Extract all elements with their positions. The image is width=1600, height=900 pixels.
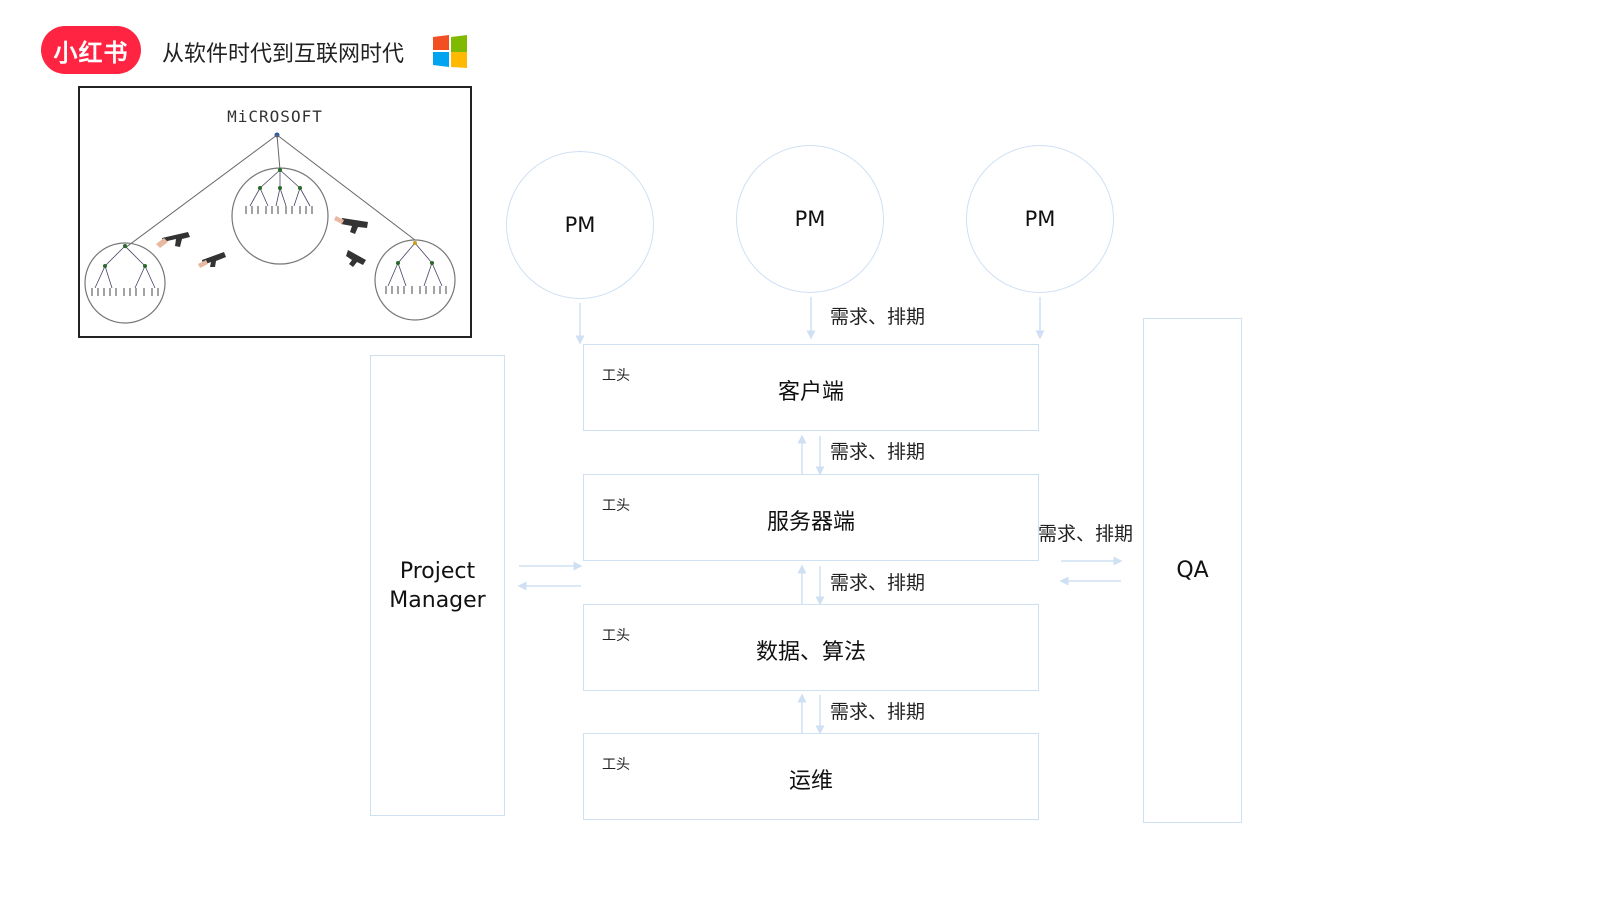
between-label-2: 需求、排期 [830,572,926,594]
windows-logo-icon [432,34,468,68]
layer-ops: 工头 运维 [583,733,1039,820]
project-manager-box: Project Manager [370,355,505,816]
between-label-1: 需求、排期 [830,441,926,463]
between-label-3: 需求、排期 [830,701,926,723]
qa-demand-label: 需求、排期 [1038,523,1134,545]
layer-server: 工头 服务器端 [583,474,1039,561]
layer-data-algorithm: 工头 数据、算法 [583,604,1039,691]
layer-client-label: 客户端 [777,380,844,405]
page-title: 从软件时代到互联网时代 [162,42,405,67]
foreman-label: 工头 [602,498,630,514]
layer-server-label: 服务器端 [766,510,855,535]
qa-label: QA [1176,558,1209,583]
foreman-label: 工头 [602,368,630,384]
xiaohongshu-logo: 小红书 [41,26,141,74]
microsoft-org-illustration: MiCROSOFT [78,86,472,338]
pm-label: PM [1024,207,1056,231]
pm-circle-2: PM [736,145,884,293]
pm-circle-3: PM [966,145,1114,293]
qa-box: QA [1143,318,1242,823]
illustration-caption: MiCROSOFT [227,107,323,126]
layer-ops-label: 运维 [788,769,833,794]
pm-demand-label: 需求、排期 [830,306,926,328]
foreman-label: 工头 [602,628,630,644]
layer-client: 工头 客户端 [583,344,1039,431]
layer-data-algorithm-label: 数据、算法 [755,640,866,665]
project-manager-label: Project Manager [389,558,486,613]
pm-circle-1: PM [506,151,654,299]
pm-label: PM [794,207,826,231]
pm-label: PM [564,213,596,237]
foreman-label: 工头 [602,757,630,773]
